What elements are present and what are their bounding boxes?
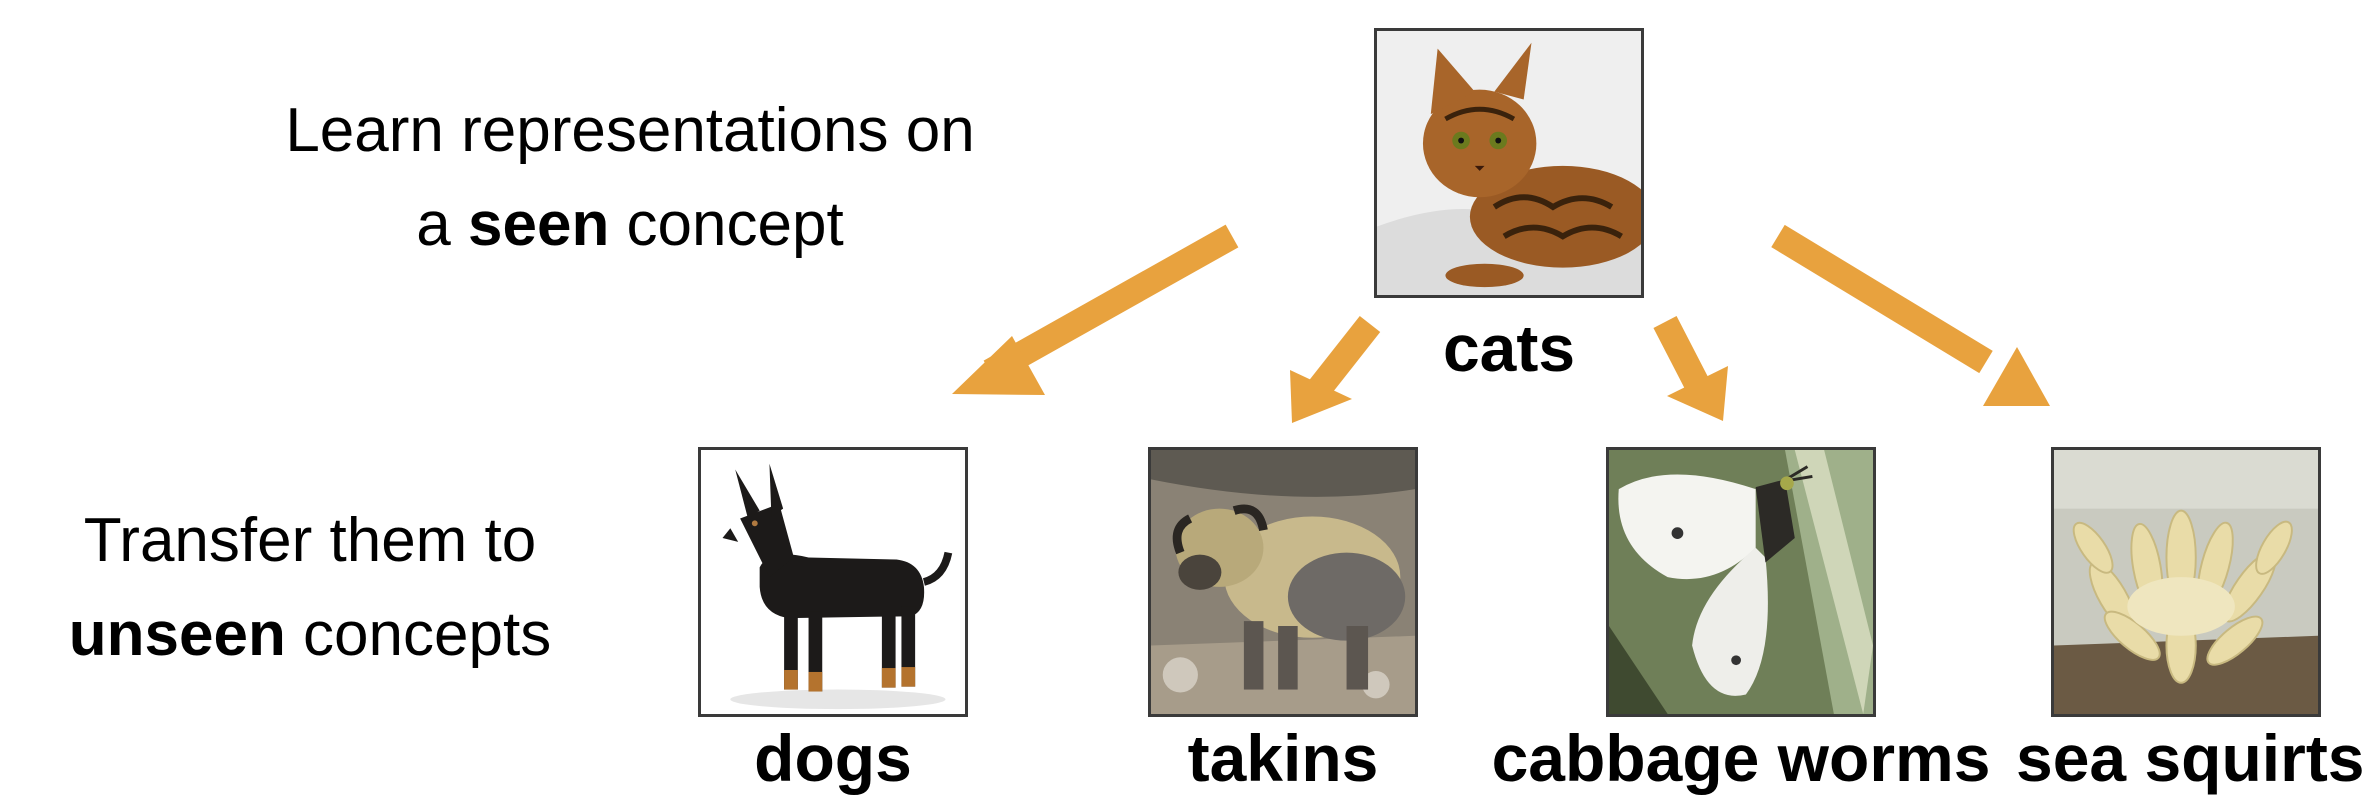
cat-photo: [1374, 28, 1644, 298]
dog-photo-icon: [701, 450, 965, 714]
unseen-keyword: unseen: [68, 600, 286, 669]
cat-photo-icon: [1377, 31, 1641, 295]
arrow-to-cabbage-worms: [1653, 316, 1709, 390]
target-label-takins: takins: [1187, 721, 1379, 795]
butterfly-photo: [1606, 447, 1876, 717]
takin-photo: [1148, 447, 1418, 717]
arrow-to-takins: [1307, 315, 1381, 399]
seen-caption-line2: a seen concept: [185, 178, 1075, 272]
target-label-dogs: dogs: [754, 721, 912, 795]
arrow-to-dogs: [983, 224, 1239, 384]
unseen-caption-line2: unseen concepts: [20, 588, 600, 682]
unseen-concepts-caption: Transfer them to unseen concepts: [20, 494, 600, 682]
seen-caption-line1: Learn representations on: [285, 96, 975, 165]
butterfly-photo-icon: [1609, 450, 1873, 714]
dog-photo: [698, 447, 968, 717]
unseen-caption-post: concepts: [285, 600, 552, 669]
unseen-caption-line1: Transfer them to: [83, 506, 537, 575]
seen-concept-caption: Learn representations on a seen concept: [185, 84, 1075, 272]
arrow-to-dogs-head: [952, 336, 1045, 395]
arrow-to-cabbage-worms-head: [1667, 366, 1728, 421]
target-label-cabbage-worms: cabbage worms: [1491, 721, 1991, 795]
sea-squirt-photo-icon: [2054, 450, 2318, 714]
target-label-sea-squirts: sea squirts: [2016, 721, 2365, 795]
seen-keyword: seen: [468, 190, 610, 259]
takin-photo-icon: [1151, 450, 1415, 714]
sea-squirt-photo: [2051, 447, 2321, 717]
arrow-to-takins-head: [1290, 370, 1352, 423]
arrow-to-sea-squirts-head: [1983, 347, 2050, 406]
seen-caption-pre: a: [416, 190, 468, 259]
source-label: cats: [1442, 311, 1576, 385]
seen-caption-post: concept: [609, 190, 844, 259]
arrow-to-sea-squirts: [1771, 224, 1993, 374]
